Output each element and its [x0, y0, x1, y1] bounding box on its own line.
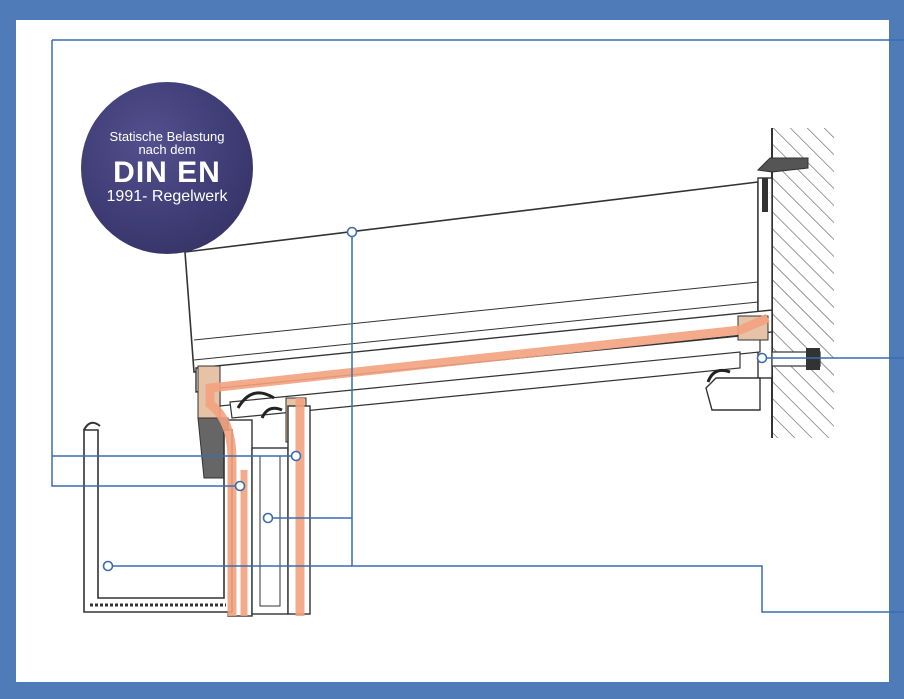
frame-profile-inner	[259, 455, 281, 607]
leader-marker	[262, 512, 274, 524]
gutter-lip	[83, 421, 101, 431]
bracket-profile	[705, 377, 761, 411]
leader-marker	[346, 226, 358, 238]
gasket	[236, 391, 275, 409]
leader-lines	[51, 39, 904, 613]
badge-line-4: 1991- Regelwerk	[106, 188, 228, 205]
leader-marker	[756, 352, 768, 364]
badge-line-1: Statische Belastung	[109, 129, 225, 144]
panel-line	[193, 301, 759, 361]
leader-line	[51, 40, 240, 487]
leader-marker	[290, 450, 302, 462]
badge-line-3: DIN EN	[113, 156, 221, 189]
panel-line	[193, 281, 759, 341]
wall-hatching	[772, 128, 834, 438]
leader-marker	[234, 480, 246, 492]
wall-flashing	[756, 157, 809, 173]
gasket	[706, 368, 731, 383]
leader-marker	[102, 560, 114, 572]
leader-line	[351, 232, 904, 613]
wall-seal	[762, 178, 768, 212]
badge-line-2: nach dem	[138, 142, 196, 157]
rafter-bottom	[229, 351, 741, 419]
anchor-nut	[806, 348, 820, 370]
gasket	[260, 406, 283, 419]
din-en-badge: Statische Belastung nach dem DIN EN 1991…	[81, 82, 253, 254]
